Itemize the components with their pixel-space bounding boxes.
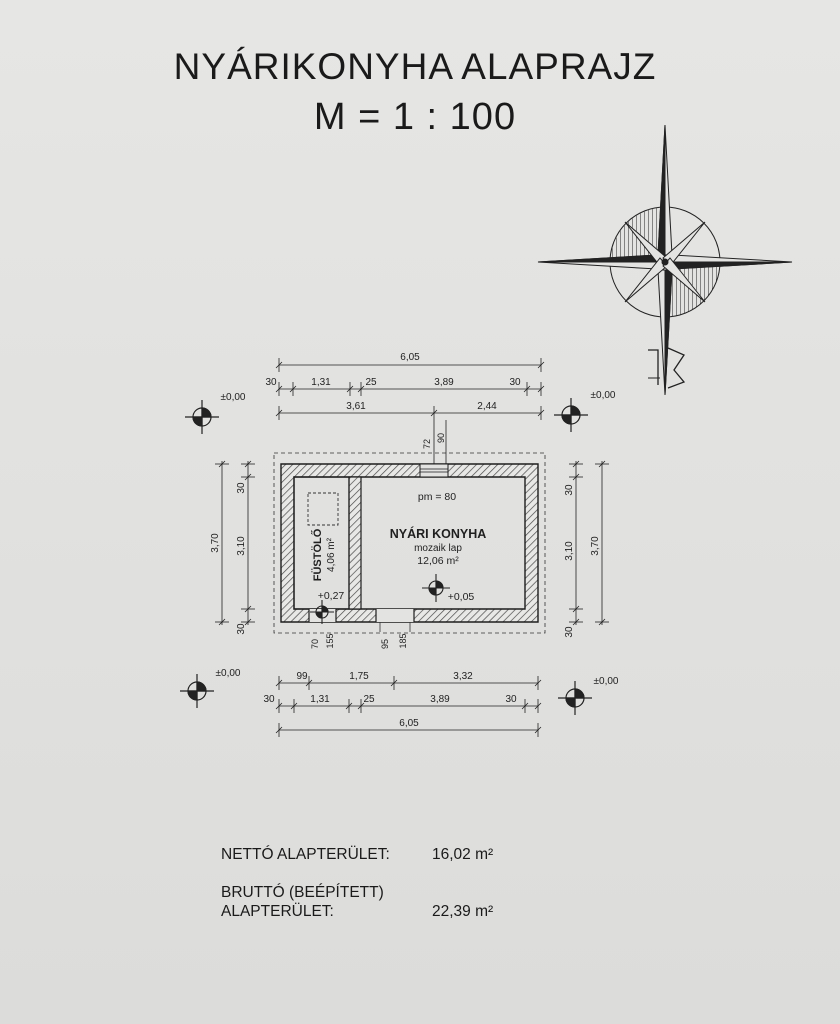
level-marker-icon [554,398,588,432]
brutto-value: 22,39 m² [432,903,494,920]
dim-door-3: 95 [380,639,390,649]
dim-door-1: 70 [310,639,320,649]
dim-right-wall-top: 30 [564,484,575,496]
level-marker-icon [558,681,592,715]
level-marker-icon [310,600,334,624]
level-top-left: ±0,00 [221,392,246,403]
brutto-label-1: BRUTTÓ (BEÉPÍTETT) [221,884,384,901]
dim-bottom-row2-1: 30 [263,694,275,705]
room-area-fustolo: 4,06 m² [326,537,337,572]
dim-top-2: 1,31 [311,377,331,388]
parapet-height: pm = 80 [418,491,456,503]
dim-right-inner: 3,10 [564,541,575,561]
brutto-label-2: ALAPTERÜLET: [221,903,334,920]
roof-outline [273,452,546,634]
dim-door-4: 185 [398,633,408,648]
room-area-kitchen: 12,06 m² [417,555,459,567]
netto-label: NETTÓ ALAPTERÜLET: [221,846,390,863]
dim-window-2: 90 [436,433,446,443]
dim-top-5: 30 [509,377,521,388]
dim-overall-top: 6,05 [400,352,420,363]
dim-right-wall-bottom: 30 [564,626,575,638]
level-top-right: ±0,00 [591,390,616,401]
dim-top-3: 25 [365,377,377,388]
level-kitchen: +0,05 [448,591,475,603]
dim-top-1: 30 [265,377,277,388]
dim-bottom-overall: 6,05 [399,718,419,729]
dim-top-row3-1: 3,61 [346,401,366,412]
dim-bottom-3: 3,32 [453,671,473,682]
dim-bottom-row2-4: 3,89 [430,694,450,705]
dim-right-overall: 3,70 [590,536,601,556]
level-marker-icon [422,574,450,602]
room-name-fustolo: FÜSTÖLŐ [311,528,324,581]
netto-value: 16,02 m² [432,846,494,863]
level-bottom-left: ±0,00 [216,668,241,679]
dim-left-inner: 3,10 [236,536,247,556]
level-marker-icon [180,674,214,708]
dim-bottom-row2-5: 30 [505,694,517,705]
dim-window-1: 72 [422,439,432,449]
dimensions-bottom [275,676,542,737]
dimensions-right [569,460,609,626]
room-name-kitchen: NYÁRI KONYHA [390,526,487,541]
chimney-outline [307,492,339,526]
dim-bottom-1: 99 [296,671,308,682]
dimensions-left [215,460,255,626]
level-bottom-right: ±0,00 [594,676,619,687]
dim-top-4: 3,89 [434,377,454,388]
dim-left-wall-bottom: 30 [236,623,247,635]
room-floor-kitchen: mozaik lap [414,543,462,554]
dim-left-overall: 3,70 [210,533,221,553]
level-marker-icon [185,400,219,434]
dim-bottom-row2-2: 1,31 [310,694,330,705]
dim-left-wall-top: 30 [236,482,247,494]
dim-top-row3-2: 2,44 [477,401,497,412]
drawing-title: NYÁRIKONYHA ALAPRAJZ [173,46,657,87]
level-fustolo: +0,27 [318,590,345,602]
dim-bottom-row2-3: 25 [363,694,375,705]
dim-door-2: 155 [325,633,335,648]
dim-bottom-2: 1,75 [349,671,369,682]
dimensions-top [275,358,545,466]
drawing-scale: M = 1 : 100 [313,96,517,138]
north-arrow-icon [537,124,793,396]
